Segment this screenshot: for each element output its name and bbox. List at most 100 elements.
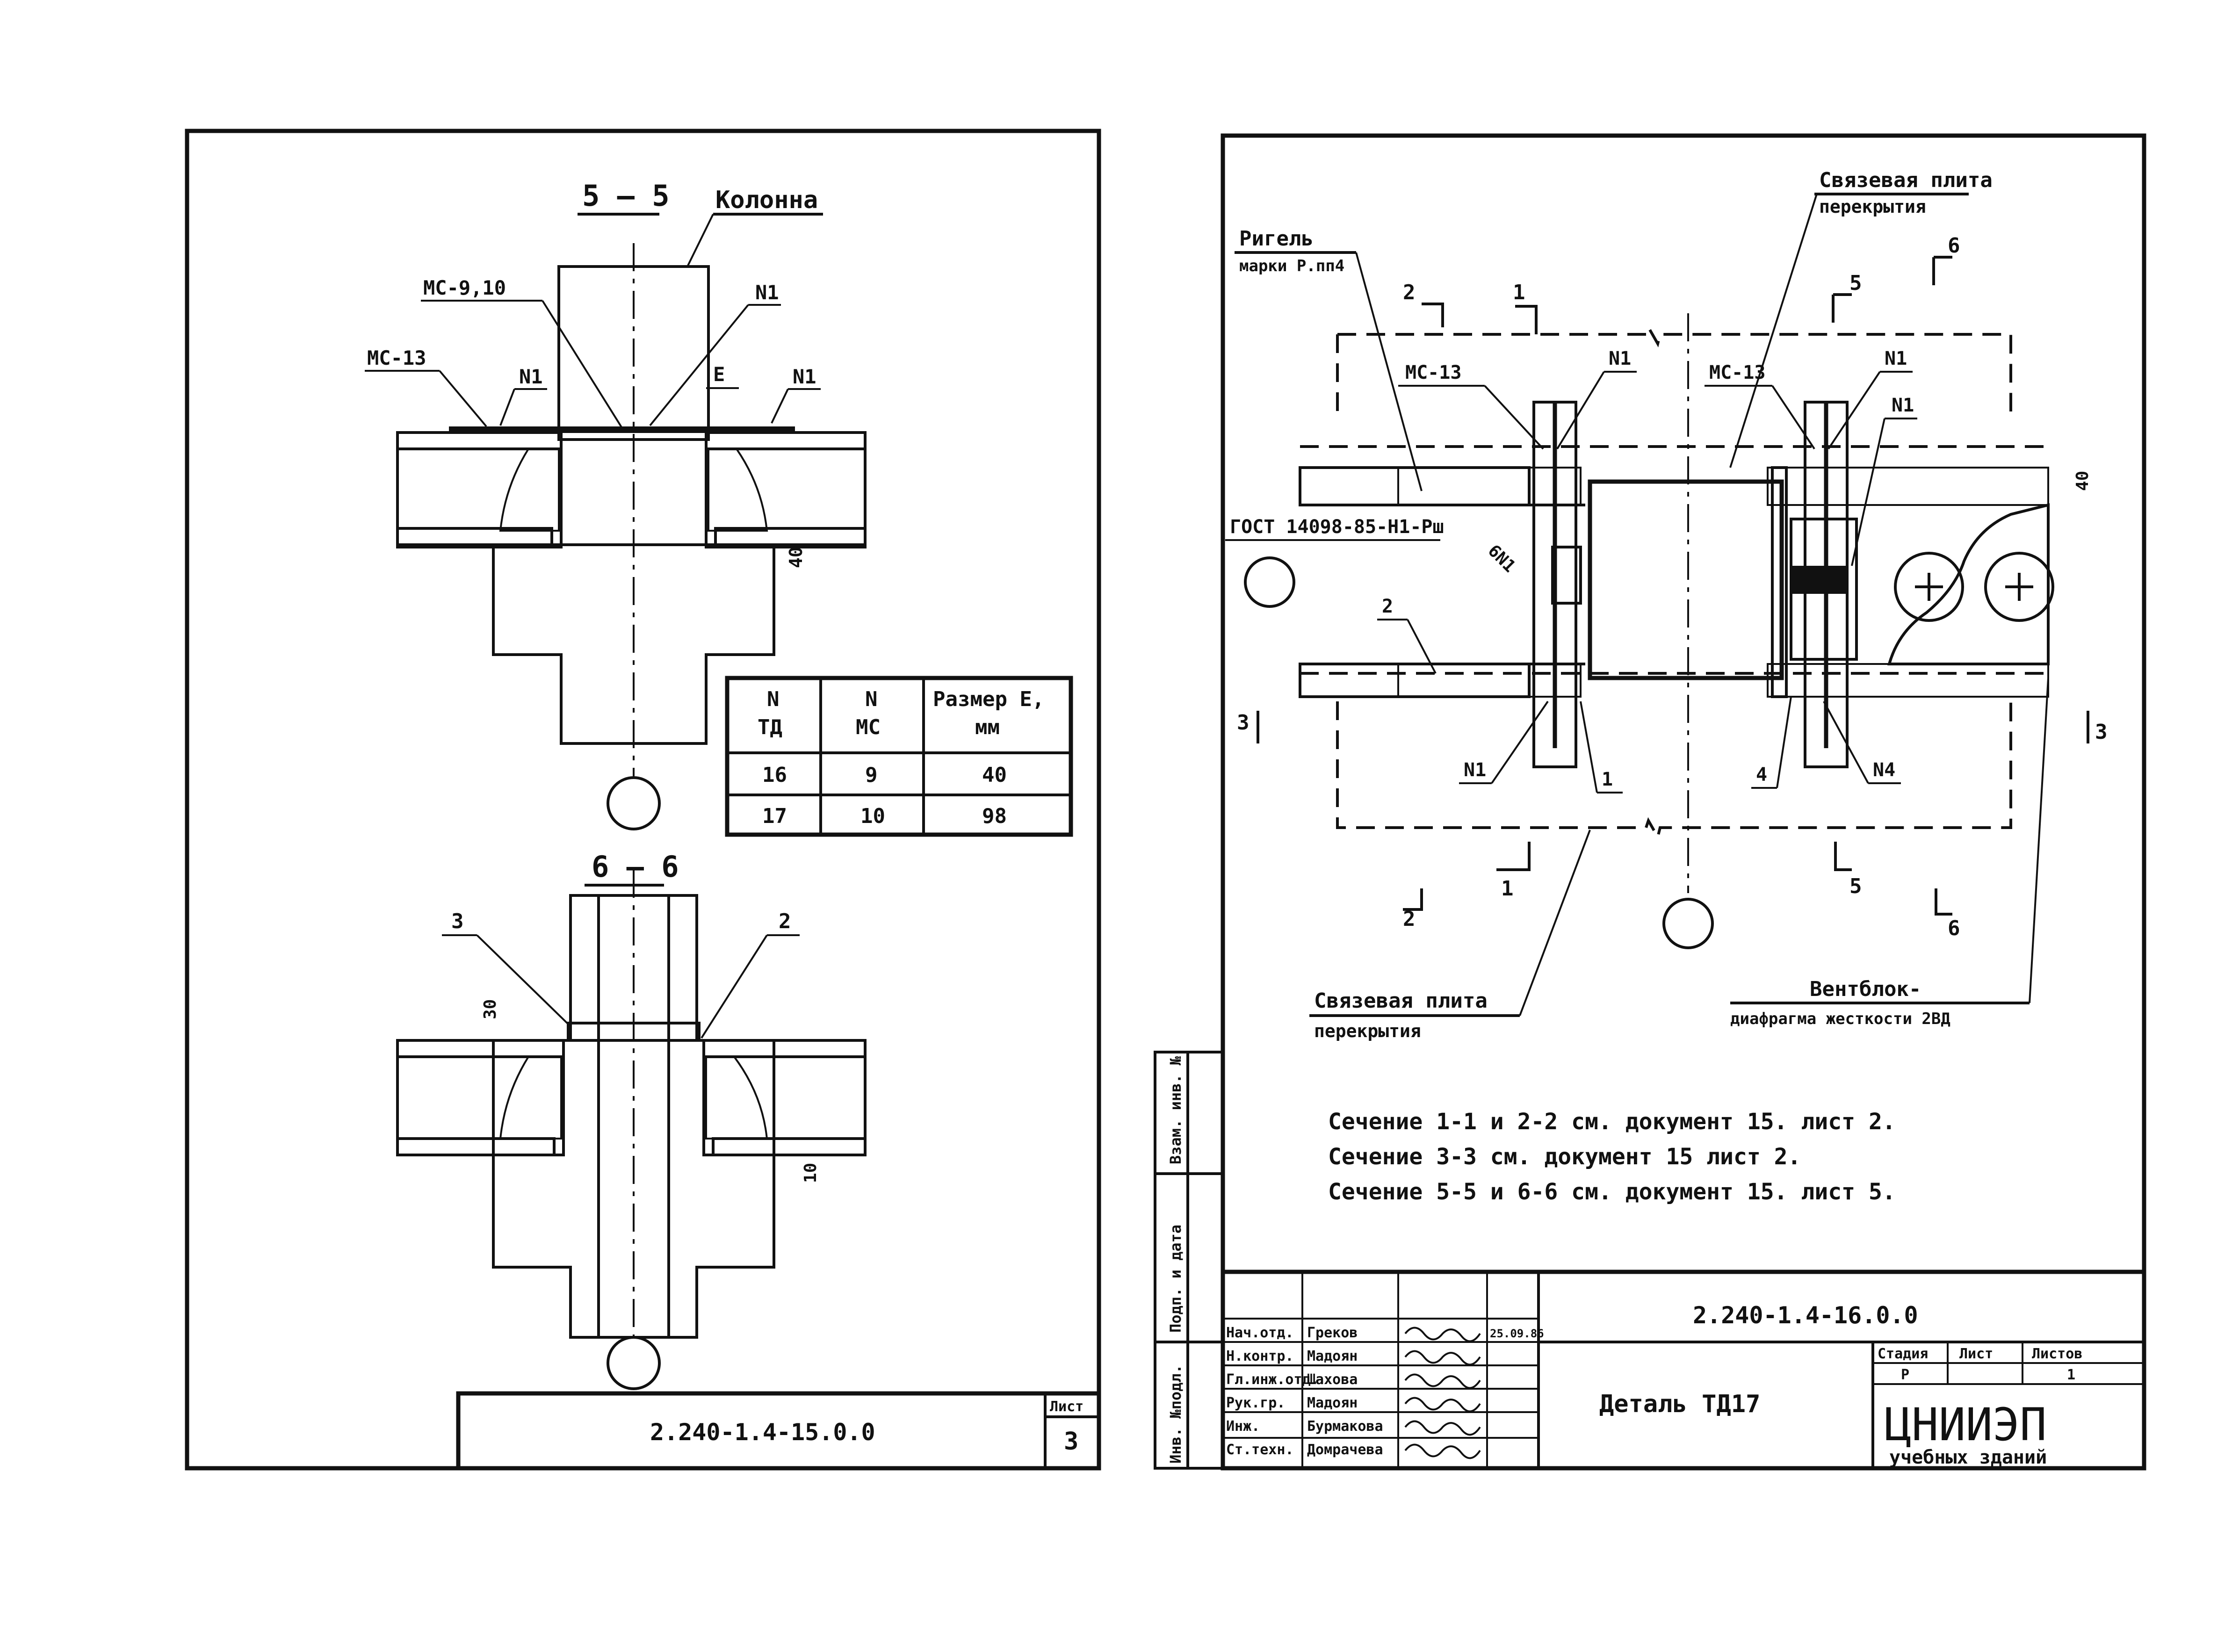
label-n1-top-b: N1	[1885, 348, 1907, 369]
side-stamp: Инв. №подл. Подп. и дата Взам. инв. №	[1154, 1051, 1224, 1470]
label-mc13-b: МС-13	[1709, 362, 1765, 383]
handwritten-signature	[1404, 1420, 1481, 1436]
sheet-header: Лист	[1959, 1346, 1993, 1362]
dimension-10: 10	[801, 1163, 820, 1183]
right-title-block: 2.240-1.4-16.0.0 Деталь ТД17 Стадия Лист…	[1221, 1270, 2146, 1471]
signature-role: Н.контр.	[1226, 1348, 1294, 1364]
axis-marker-right	[1662, 898, 1714, 949]
signature-name: Мадоян	[1307, 1395, 1358, 1411]
label-6n1: 6N1	[1484, 541, 1519, 576]
table-header-mc: МС	[856, 715, 881, 739]
signature-name: Греков	[1307, 1325, 1358, 1341]
left-sheet: 5 – 5 Колонна МС-9,10	[185, 129, 1101, 1471]
section-mark: 5	[1849, 874, 1862, 898]
ventblock	[1887, 503, 2050, 665]
section-mark: 2	[1403, 281, 1416, 304]
table-header-size: Размер Е,	[933, 687, 1044, 711]
vent-duct	[1984, 552, 2054, 622]
dimension-30: 30	[481, 999, 500, 1019]
section-mark: 3	[1237, 711, 1250, 735]
section-5-5-title: 5 – 5	[582, 179, 670, 213]
label-link-plate-top: Связевая плита	[1819, 168, 1993, 192]
sheet-label: Лист	[1050, 1399, 1083, 1415]
org-name: ЦНИИЭП	[1885, 1399, 2047, 1451]
drawing-title: Деталь ТД17	[1599, 1390, 1760, 1418]
notes: Сечение 1-1 и 2-2 см. документ 15. лист …	[1328, 1109, 1896, 1205]
label-n1-top-c: N1	[1892, 395, 1914, 416]
label-n1-bottom: N1	[1464, 759, 1486, 781]
section-mark: 1	[1501, 877, 1514, 901]
label-num-4: 4	[1756, 764, 1767, 786]
dimension-40-right: 40	[2073, 471, 2092, 491]
label-rigel: Ригель	[1239, 227, 1314, 251]
sheet-number: 3	[1064, 1428, 1078, 1456]
label-gost: ГОСТ 14098-85-Н1-Рш	[1230, 516, 1444, 538]
stamp-inv-no: Инв. №подл.	[1167, 1364, 1185, 1464]
signature-name: Мадоян	[1307, 1348, 1358, 1364]
section-6-6-title: 6 – 6	[592, 850, 679, 884]
section-mark: 2	[1403, 907, 1416, 931]
section-5-5: 5 – 5 Колонна МС-9,10	[365, 179, 867, 830]
label-link-plate-bottom-2: перекрытия	[1314, 1021, 1421, 1041]
right-sheet: Связевая плита перекрытия Ригель марки Р…	[1154, 133, 2146, 1471]
axis-marker-6-6	[607, 1336, 661, 1390]
label-mc13-a: МС-13	[1405, 362, 1461, 383]
label-mc-9-10: МС-9,10	[423, 276, 506, 299]
section-mark: 5	[1849, 271, 1862, 295]
label-n1-b: N1	[755, 281, 779, 304]
label-n1-top-a: N1	[1609, 348, 1631, 369]
table-cell: 40	[982, 763, 1007, 787]
slab-outline-top	[1337, 324, 2012, 411]
table-cell: 10	[860, 804, 885, 828]
note-line: Сечение 5-5 и 6-6 см. документ 15. лист …	[1328, 1179, 1896, 1205]
left-sheet-frame	[185, 129, 1101, 1471]
axis-marker-left	[1244, 556, 1295, 608]
label-mc-13: МС-13	[367, 346, 426, 369]
section-marks: 2 1 5 6 3 3 2 1 5 6	[1237, 234, 2108, 940]
left-title-block: 2.240-1.4-15.0.0 Лист 3	[456, 1391, 1101, 1471]
column-lower-6-6	[492, 1039, 775, 1339]
handwritten-signature	[1404, 1350, 1481, 1366]
section-6-6: 6 – 6 3 2 30 10	[396, 850, 867, 1390]
label-n4-bottom: N4	[1873, 759, 1895, 781]
stage-header: Стадия	[1878, 1346, 1928, 1362]
stage-value: Р	[1901, 1367, 1909, 1383]
right-sheet-code: 2.240-1.4-16.0.0	[1693, 1302, 1918, 1329]
table-cell: 9	[865, 763, 878, 787]
table-cell: 98	[982, 804, 1007, 828]
stamp-replace-inv: Взам. инв. №	[1167, 1056, 1185, 1164]
label-ventblock: Вентблок-	[1810, 977, 1921, 1001]
right-sheet-frame	[1221, 133, 2146, 1471]
column-plan	[1588, 479, 1784, 680]
column-label: Колонна	[715, 186, 818, 214]
note-line: Сечение 3-3 см. документ 15 лист 2.	[1328, 1144, 1801, 1170]
table-header-n: N	[767, 687, 780, 711]
section-mark: 1	[1513, 281, 1525, 304]
table-header-mm: мм	[975, 715, 1000, 739]
left-sheet-code: 2.240-1.4-15.0.0	[650, 1419, 875, 1446]
vent-duct	[1894, 552, 1964, 622]
table-header-td: ТД	[758, 715, 782, 739]
section-mark: 6	[1948, 234, 1960, 258]
signature-role: Гл.инж.отд.	[1226, 1371, 1319, 1388]
signature-role: Рук.гр.	[1226, 1395, 1285, 1411]
signature-date: 25.09.86	[1490, 1327, 1544, 1340]
dimension-40: 40	[786, 547, 806, 568]
label-link-plate-top-2: перекрытия	[1819, 196, 1926, 217]
label-2: 2	[779, 909, 791, 933]
signature-name: Бурмакова	[1307, 1418, 1383, 1435]
label-n1-c: N1	[793, 365, 816, 388]
signature-role: Нач.отд.	[1226, 1325, 1294, 1341]
label-num-1: 1	[1602, 769, 1613, 790]
note-line: Сечение 1-1 и 2-2 см. документ 15. лист …	[1328, 1109, 1896, 1135]
section-mark: 6	[1948, 916, 1960, 940]
sheets-value: 1	[2067, 1367, 2075, 1383]
signature-role: Инж.	[1226, 1418, 1260, 1435]
slab-outline-bottom	[1336, 701, 2012, 841]
axis-marker	[607, 776, 661, 830]
handwritten-signature	[1404, 1397, 1481, 1413]
label-n1-a: N1	[519, 365, 543, 388]
column-lower	[492, 543, 775, 745]
signature-name: Шахова	[1307, 1371, 1358, 1388]
